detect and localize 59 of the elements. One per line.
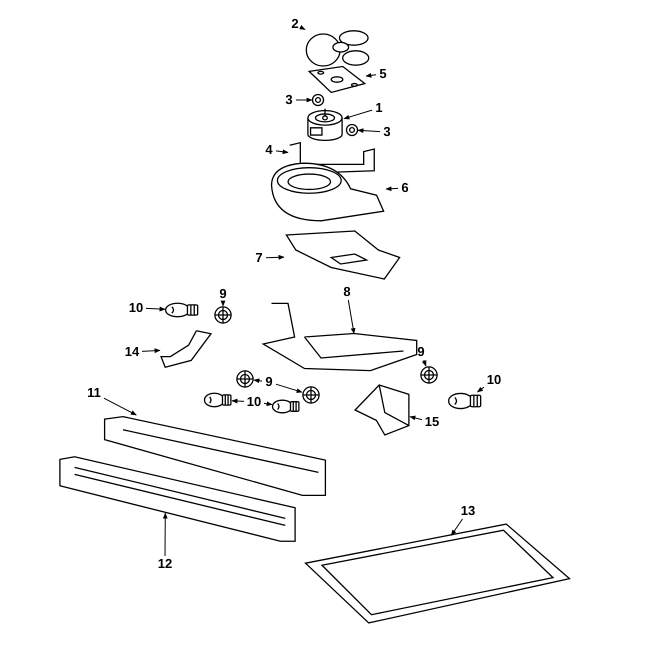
- leader-line: [476, 386, 484, 392]
- leader-line: [276, 384, 303, 393]
- callout-number: 8: [340, 284, 354, 300]
- cover-drawing: [284, 230, 402, 280]
- callout-number: 4: [262, 142, 276, 158]
- grommet-drawing: [346, 124, 358, 136]
- leader-line: [162, 512, 168, 556]
- callout-number: 12: [155, 556, 175, 572]
- leader-line: [385, 186, 398, 192]
- leader-line: [348, 300, 356, 334]
- callout-number: 9: [262, 374, 276, 390]
- callout-number: 15: [422, 414, 442, 430]
- leader-line: [266, 254, 285, 260]
- leader-line: [104, 398, 137, 416]
- leader-line: [299, 24, 306, 30]
- lamp-socket-drawing: [236, 370, 254, 388]
- callout-number: 11: [84, 385, 104, 401]
- leader-line: [409, 416, 422, 420]
- fan-blade-drawing: [305, 28, 370, 68]
- leader-line: [296, 98, 313, 102]
- leader-line: [264, 401, 273, 406]
- callout-number: 3: [282, 92, 296, 108]
- grommet-drawing: [312, 94, 324, 106]
- light-bulb-drawing: [204, 392, 232, 408]
- light-bulb-drawing: [448, 392, 482, 410]
- callout-number: 9: [216, 286, 230, 302]
- leader-line: [146, 306, 166, 312]
- leader-line: [365, 72, 376, 78]
- light-bulb-drawing: [165, 302, 199, 318]
- leader-line: [253, 378, 262, 384]
- callout-number: 5: [376, 66, 390, 82]
- leader-line: [142, 348, 161, 354]
- callout-number: 13: [458, 503, 478, 519]
- light-bulb-drawing: [272, 399, 300, 414]
- fan-housing-drawing: [268, 160, 386, 224]
- callout-number: 3: [380, 124, 394, 140]
- lamp-socket-drawing: [214, 306, 232, 324]
- leader-line: [276, 149, 289, 154]
- callout-number: 14: [122, 344, 142, 360]
- bracket-drawing: [354, 384, 410, 436]
- callout-number: 2: [288, 16, 302, 32]
- leader-line: [450, 518, 463, 536]
- leader-line: [231, 398, 244, 404]
- callout-number: 10: [126, 300, 146, 316]
- leader-line: [343, 110, 372, 120]
- leader-line: [220, 300, 226, 307]
- callout-number: 10: [484, 372, 504, 388]
- callout-number: 7: [252, 250, 266, 266]
- motor-drawing: [306, 108, 344, 141]
- callout-number: 1: [372, 100, 386, 116]
- lamp-socket-drawing: [302, 386, 320, 404]
- bracket-drawing: [160, 330, 212, 368]
- mounting-plate-drawing: [308, 66, 366, 93]
- leader-line: [357, 128, 380, 134]
- lamp-socket-drawing: [420, 366, 438, 384]
- callout-number: 10: [244, 394, 264, 410]
- callout-number: 6: [398, 180, 412, 196]
- callout-number: 9: [414, 344, 428, 360]
- leader-line: [422, 360, 426, 367]
